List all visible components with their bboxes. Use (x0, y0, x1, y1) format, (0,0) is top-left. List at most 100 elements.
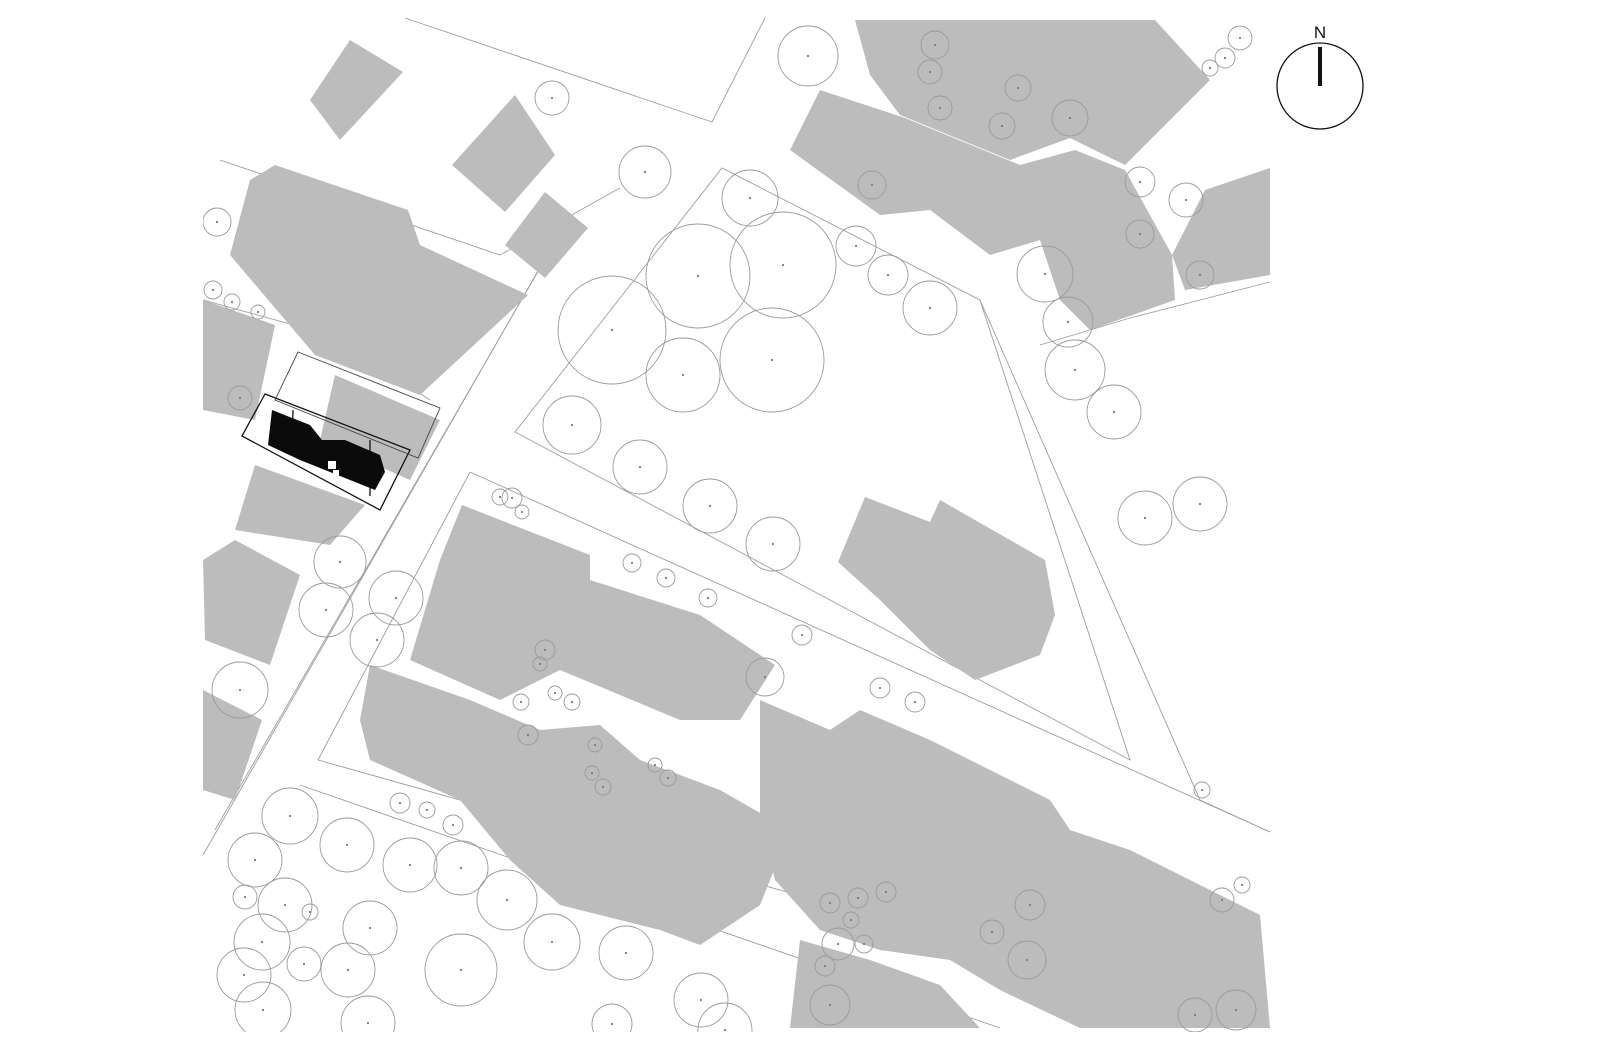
building (230, 165, 528, 395)
tree-trunk (510, 496, 514, 500)
tree-canopy (223, 293, 241, 311)
tree-canopy (721, 169, 779, 227)
tree-trunk (849, 918, 853, 922)
tree-trunk (238, 396, 242, 400)
tree-trunk (1234, 1008, 1238, 1012)
tree-trunk (550, 940, 554, 944)
tree-trunk (1193, 1013, 1197, 1017)
building (560, 580, 640, 660)
tree-trunk (1138, 232, 1142, 236)
tree-trunk (1198, 502, 1202, 506)
house-courtyard (328, 461, 336, 469)
tree-canopy (1227, 25, 1253, 51)
building (203, 540, 300, 665)
tree-canopy (203, 280, 223, 300)
tree-trunk (1138, 180, 1142, 184)
tree-trunk (630, 561, 634, 565)
tree-trunk (543, 648, 547, 652)
tree-canopy (1185, 260, 1215, 290)
tree-canopy (814, 955, 836, 977)
tree-trunk (570, 423, 574, 427)
tree-canopy (979, 919, 1005, 945)
tree-trunk (854, 244, 858, 248)
tree-trunk (1112, 410, 1116, 414)
tree-canopy (719, 307, 825, 413)
tree-canopy (1086, 384, 1142, 440)
tree-canopy (211, 661, 269, 719)
tree-trunk (366, 1021, 370, 1025)
tree-trunk (699, 998, 703, 1002)
tree-trunk (425, 808, 429, 812)
tree-canopy (349, 612, 405, 668)
tree-trunk (459, 866, 463, 870)
tree-canopy (532, 656, 548, 672)
tree-trunk (1200, 788, 1204, 792)
tree-trunk (928, 306, 932, 310)
tree-canopy (842, 911, 860, 929)
building (838, 497, 1055, 680)
tree-canopy (927, 95, 953, 121)
tree-canopy (563, 693, 581, 711)
tree-trunk (664, 576, 668, 580)
tree-trunk (308, 910, 312, 914)
tree-canopy (1051, 99, 1089, 137)
highlighted-house (268, 410, 385, 490)
tree-canopy (382, 837, 438, 893)
tree-trunk (394, 596, 398, 600)
plot-outline-secondary (274, 351, 441, 459)
tree-canopy (557, 275, 667, 385)
tree-canopy (791, 624, 813, 646)
tree-canopy (659, 769, 677, 787)
tree-canopy (227, 385, 253, 411)
tree-trunk (1184, 198, 1188, 202)
tree-trunk (260, 940, 264, 944)
tree-trunk (913, 700, 917, 704)
tree-canopy (875, 881, 897, 903)
tree-trunk (553, 691, 557, 695)
tree-canopy (1016, 245, 1074, 303)
tree-trunk (886, 273, 890, 277)
tree-trunk (706, 596, 710, 600)
tree-canopy (673, 972, 729, 1028)
tree-trunk (1223, 56, 1227, 60)
tree-trunk (398, 801, 402, 805)
tree-canopy (1044, 339, 1106, 401)
building (790, 940, 980, 1028)
tree-canopy (313, 535, 367, 589)
tree-trunk (590, 771, 594, 775)
tree-trunk (862, 942, 866, 946)
tree-trunk (990, 930, 994, 934)
tree-trunk (1016, 86, 1020, 90)
tree-canopy (216, 947, 272, 1003)
building (760, 700, 1270, 1028)
tree-canopy (301, 903, 319, 921)
tree-canopy (1004, 74, 1032, 102)
tree-trunk (451, 823, 455, 827)
tree-trunk (771, 542, 775, 546)
plot-outline (241, 393, 411, 511)
tree-trunk (1000, 124, 1004, 128)
tree-canopy (697, 1002, 753, 1032)
tree-canopy (1014, 889, 1046, 921)
tree-canopy (534, 80, 570, 116)
tree-trunk (519, 700, 523, 704)
trees (203, 25, 1257, 1032)
tree-trunk (836, 942, 840, 946)
tree-canopy (902, 280, 958, 336)
tree-canopy (682, 478, 738, 534)
tree-trunk (800, 633, 804, 637)
tree-trunk (928, 70, 932, 74)
tree-trunk (763, 675, 767, 679)
tree-trunk (938, 106, 942, 110)
tree-canopy (777, 25, 839, 87)
tree-trunk (638, 465, 642, 469)
tree-trunk (666, 776, 670, 780)
tree-canopy (698, 588, 718, 608)
building (203, 690, 262, 800)
house-footprint (268, 410, 385, 490)
tree-trunk (1028, 903, 1032, 907)
tree-trunk (498, 495, 502, 499)
tree-canopy (232, 884, 258, 910)
tree-canopy (587, 737, 603, 753)
